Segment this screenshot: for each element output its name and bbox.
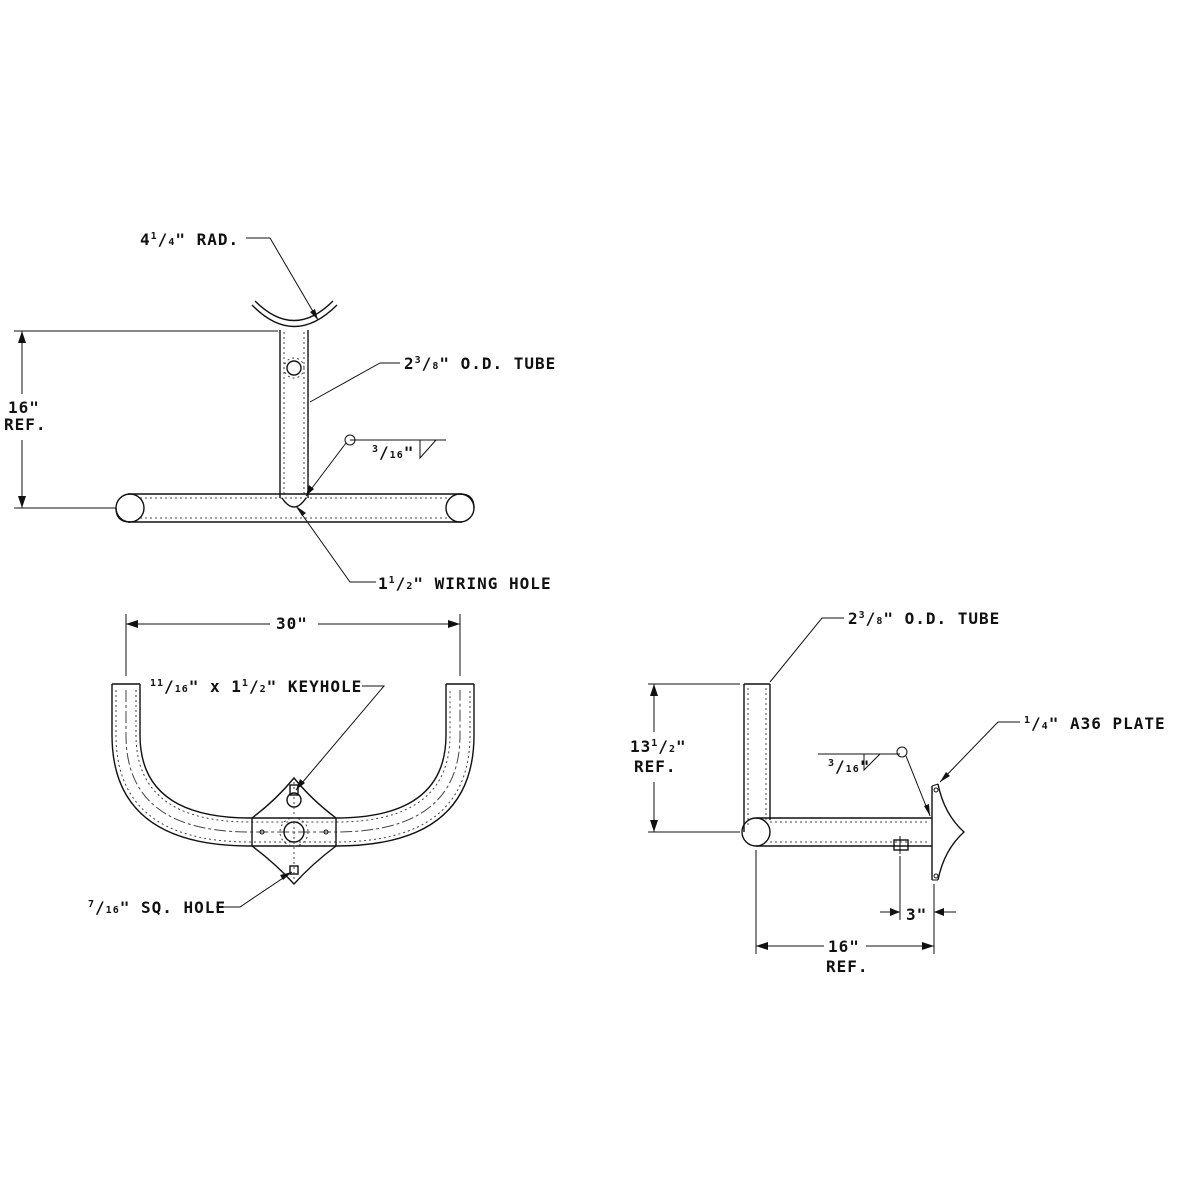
side-height-dim-ref: REF.	[634, 757, 677, 776]
width-dim-value: 30"	[276, 614, 308, 633]
side-tube-leader	[769, 617, 844, 683]
side-height-dim-value: 131/2"	[630, 737, 687, 756]
bolt-mark-left	[259, 829, 265, 835]
length-dim-value: 16"	[828, 937, 860, 956]
offset-dim-value: 3"	[906, 905, 927, 924]
top-view: 30" 11/16" x 11/2" KEYHOLE 7/16" SQ. HO	[88, 614, 475, 917]
weld-fillet-symbol	[419, 439, 437, 460]
plate-label: 1/4" A36 PLATE	[1024, 714, 1166, 733]
weld-arrow-line	[305, 442, 347, 497]
plate-leader	[939, 721, 1020, 783]
keyhole-leader	[295, 685, 386, 791]
height-dim-value: 16"	[8, 398, 40, 417]
length-dim-ref: REF.	[826, 957, 869, 976]
u-tube-outer	[111, 684, 475, 847]
arm-right-end	[445, 493, 475, 523]
tube-hole	[286, 360, 302, 376]
arm-left-end	[115, 493, 145, 523]
radius-label: 41/4" RAD.	[140, 230, 239, 249]
saddle-arc	[251, 304, 338, 328]
weld-size-label: 3/16"	[372, 443, 414, 462]
front-view: 16" REF. 41/4" RAD. 23/8" O.D. TUBE 3/16…	[4, 230, 556, 593]
wiring-hole-leader	[295, 505, 376, 583]
wiring-hole-label: 11/2" WIRING HOLE	[378, 574, 552, 593]
saddle-arc-inner	[254, 300, 334, 322]
sq-hole-leader	[216, 871, 293, 908]
side-weld-fillet-symbol	[863, 753, 881, 772]
radius-leader	[246, 237, 319, 321]
bolt-mark-right	[323, 829, 329, 835]
side-weld-circle	[896, 746, 908, 758]
tube-leader	[309, 362, 400, 403]
side-view: 131/2" REF. 23/8" O.D. TUBE 1/4" A36 PLA…	[630, 609, 1166, 976]
side-bolt	[893, 839, 909, 851]
wiring-hole	[281, 497, 307, 508]
height-dim-ref: REF.	[4, 415, 47, 434]
sq-hole-label: 7/16" SQ. HOLE	[88, 898, 226, 917]
keyhole-label: 11/16" x 11/2" KEYHOLE	[150, 677, 362, 696]
side-elbow	[741, 817, 771, 847]
mounting-plate	[251, 776, 337, 886]
tube-label: 23/8" O.D. TUBE	[404, 354, 556, 373]
u-tube-inner	[139, 684, 447, 819]
side-weld-size-label: 3/16"	[828, 757, 870, 776]
side-tube-label: 23/8" O.D. TUBE	[848, 609, 1000, 628]
